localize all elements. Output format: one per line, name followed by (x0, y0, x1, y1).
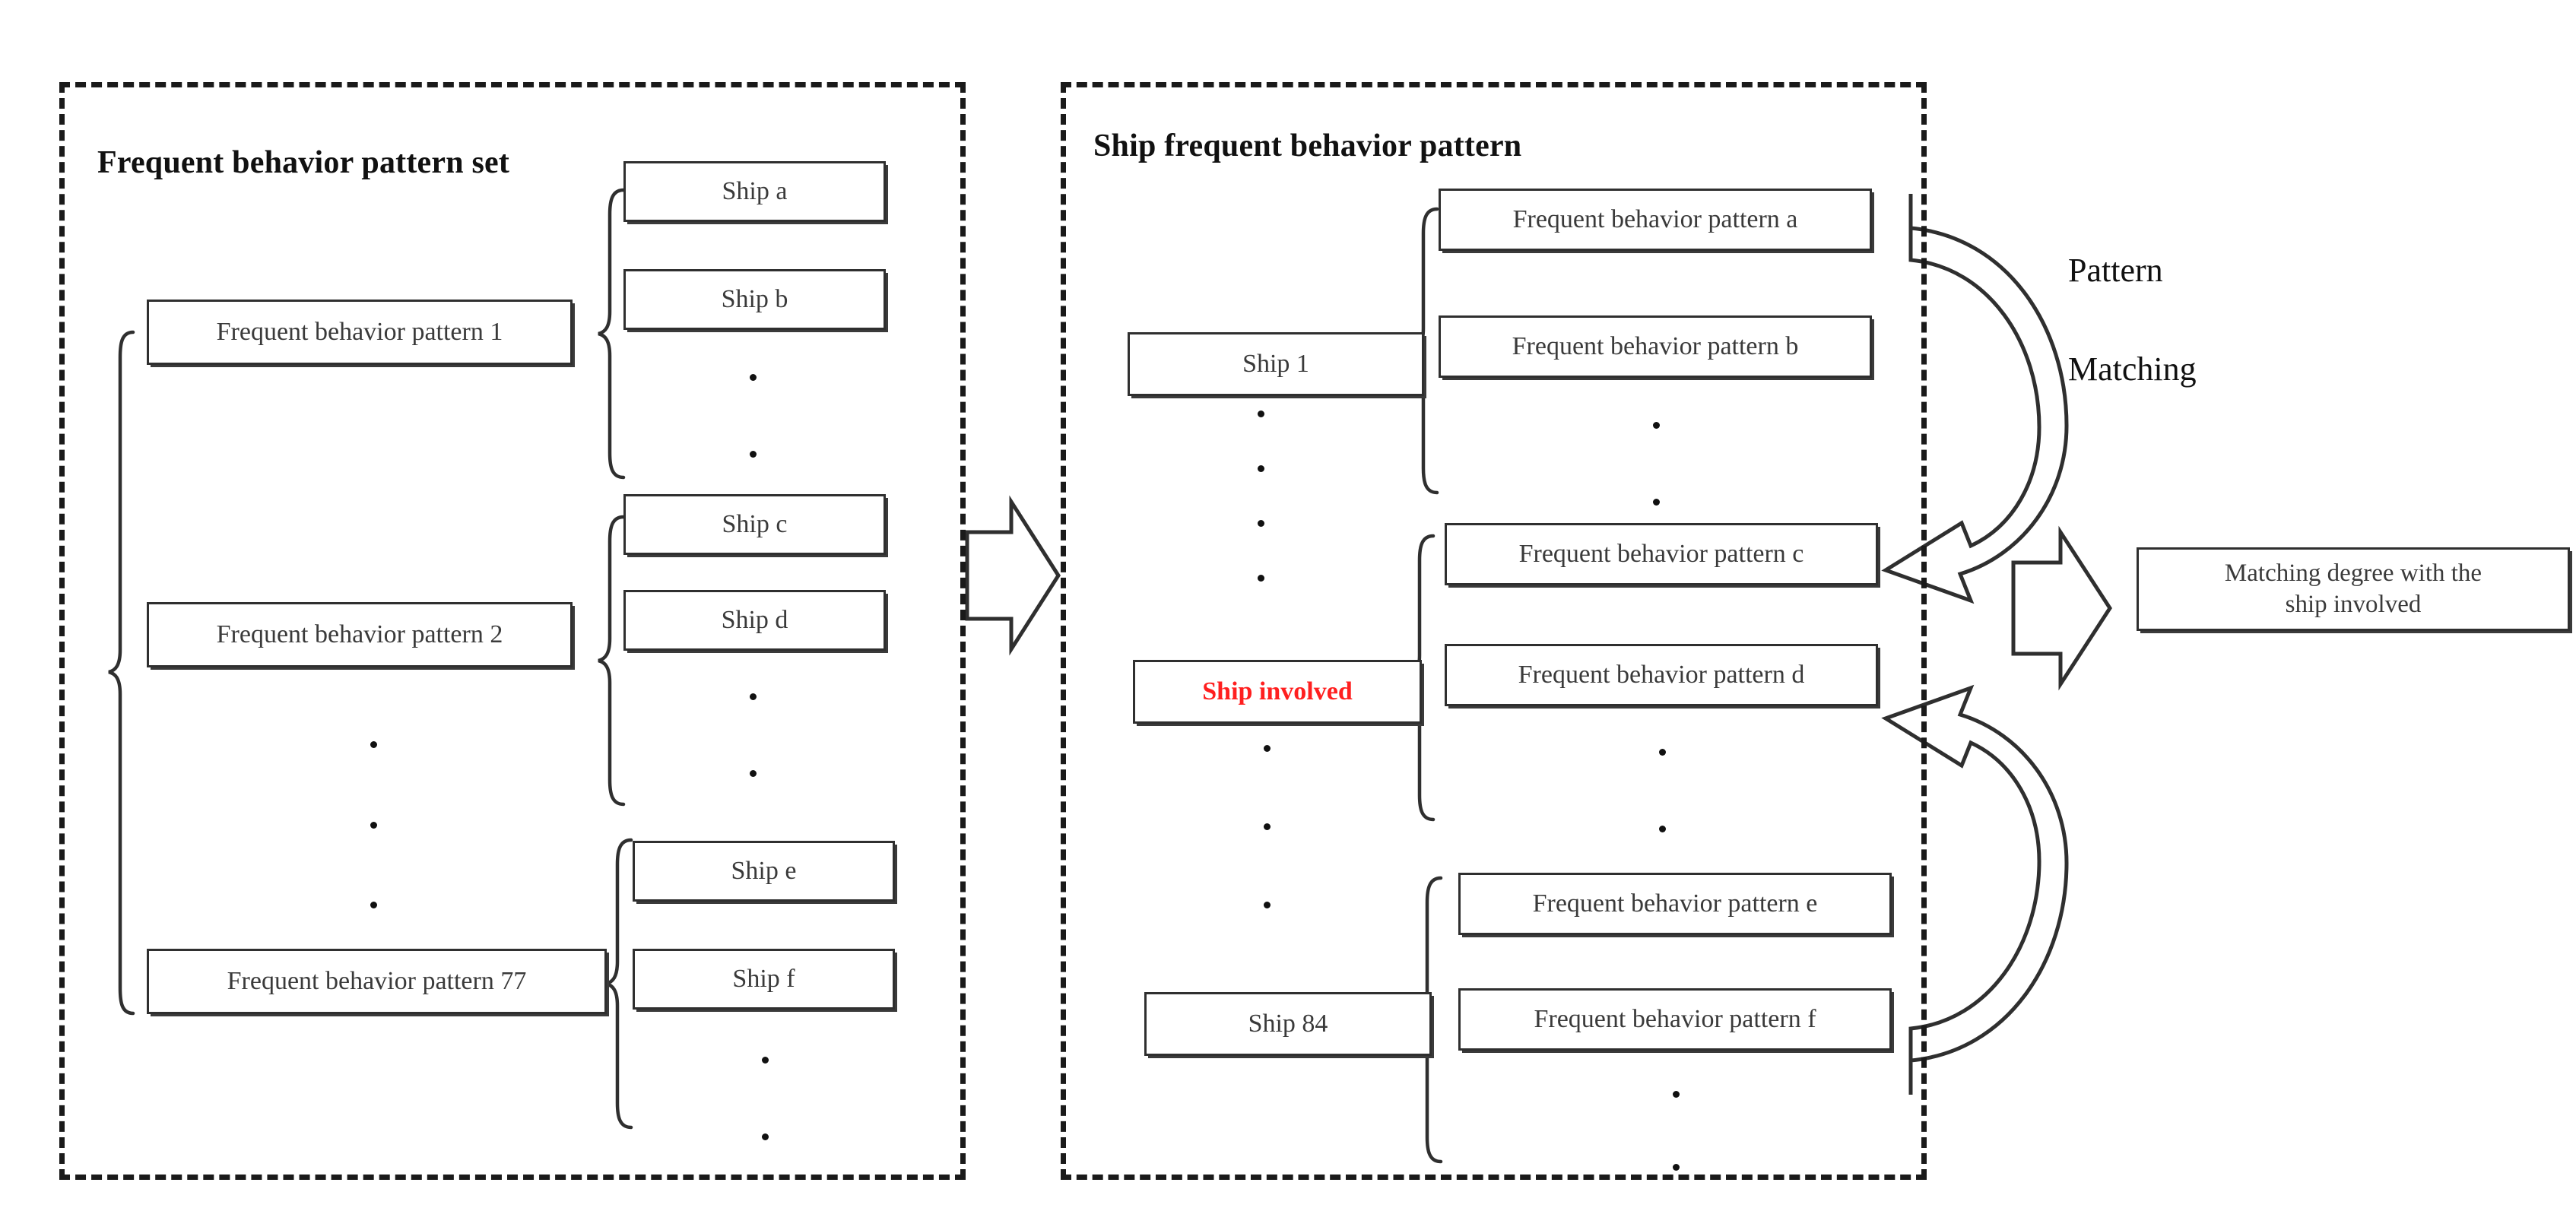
result-box-line1: Matching degree with the (2224, 559, 2482, 587)
left-ship-ellipsis-1 (748, 374, 757, 458)
result-box[interactable]: Matching degree with the ship involved (2137, 547, 2570, 631)
right-ship-box-1[interactable]: Ship 1 (1128, 332, 1424, 396)
left-ship-box-d[interactable]: Ship d (623, 590, 886, 651)
left-pattern-box-2[interactable]: Frequent behavior pattern 2 (147, 602, 573, 667)
result-block-arrow-icon (2011, 525, 2112, 691)
left-panel-title: Frequent behavior pattern set (97, 145, 510, 180)
left-ship-box-f[interactable]: Ship f (633, 949, 895, 1010)
left-ship-ellipsis-3 (760, 1057, 769, 1140)
right-panel-title: Ship frequent behavior pattern (1093, 128, 1522, 163)
right-pattern-ellipsis-3 (1671, 1091, 1680, 1171)
left-panel (59, 82, 966, 1180)
pattern-matching-label-line2: Matching (2068, 350, 2197, 388)
right-ship-box-involved[interactable]: Ship involved (1133, 660, 1422, 724)
left-ship-ellipsis-2 (748, 693, 757, 777)
left-ship-box-c[interactable]: Ship c (623, 494, 886, 555)
right-pattern-box-e[interactable]: Frequent behavior pattern e (1458, 873, 1892, 935)
right-pattern-ellipsis-2 (1658, 749, 1667, 832)
right-panel (1061, 82, 1927, 1180)
left-pattern-ellipsis (369, 741, 378, 908)
right-pattern-box-a[interactable]: Frequent behavior pattern a (1439, 189, 1872, 251)
left-ship-box-e[interactable]: Ship e (633, 841, 895, 902)
transform-block-arrow-icon (965, 495, 1061, 656)
right-pattern-ellipsis-1 (1651, 422, 1661, 506)
left-pattern-box-77[interactable]: Frequent behavior pattern 77 (147, 949, 607, 1014)
left-ship-box-b[interactable]: Ship b (623, 269, 886, 330)
left-ship-box-a[interactable]: Ship a (623, 161, 886, 222)
right-pattern-box-b[interactable]: Frequent behavior pattern b (1439, 315, 1872, 378)
right-ship-ellipsis-upper (1256, 411, 1265, 582)
right-pattern-box-d[interactable]: Frequent behavior pattern d (1445, 644, 1878, 706)
left-pattern-box-1[interactable]: Frequent behavior pattern 1 (147, 300, 573, 365)
right-pattern-box-c[interactable]: Frequent behavior pattern c (1445, 523, 1878, 585)
pattern-matching-label-line1: Pattern (2068, 252, 2163, 289)
result-box-line2: ship involved (2285, 591, 2422, 618)
right-pattern-box-f[interactable]: Frequent behavior pattern f (1458, 988, 1892, 1051)
right-ship-box-84[interactable]: Ship 84 (1144, 992, 1432, 1056)
right-ship-ellipsis-lower (1262, 745, 1271, 908)
